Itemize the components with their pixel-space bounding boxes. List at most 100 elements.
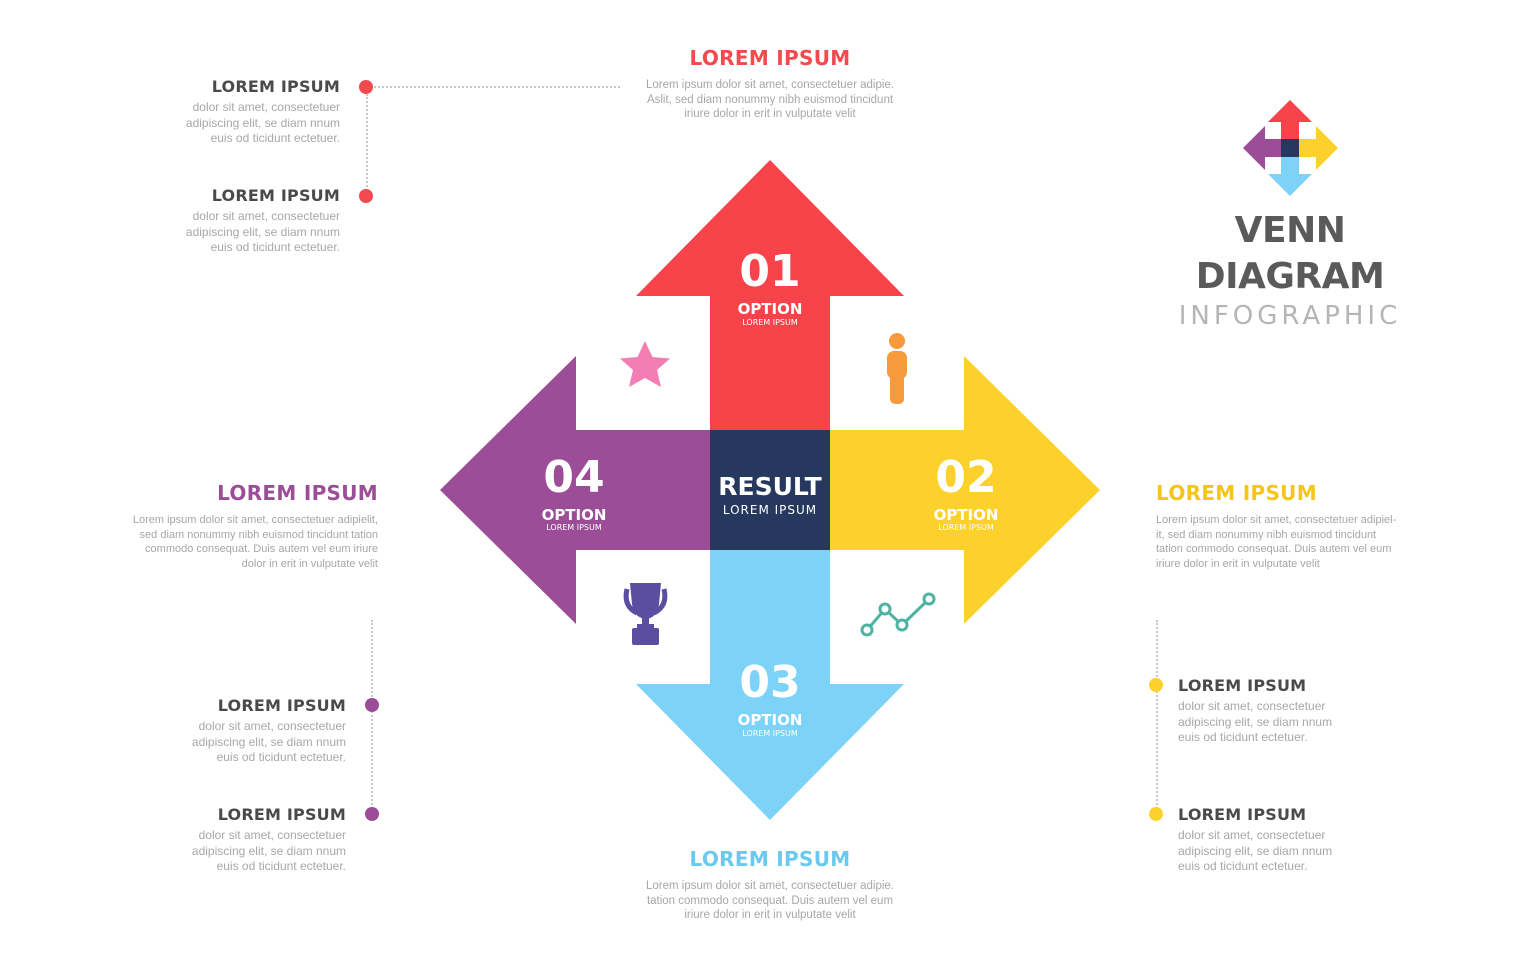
- note-dot: [1149, 807, 1163, 821]
- arrow-03-number: 03: [739, 657, 800, 708]
- note-line: adipiscing elit, se diam nnum: [185, 115, 340, 130]
- arrow-04-number: 04: [543, 452, 604, 503]
- left-body-line: commodo consequat. Duis autem vel eum ir…: [145, 543, 378, 555]
- bottom-body-line: iriure dolor in erit in vulputate velit: [684, 909, 856, 921]
- note-title: LOREM IPSUM: [1178, 805, 1307, 824]
- arrow-02-number: 02: [935, 452, 996, 503]
- note-body: dolor sit amet, consectetuer adipiscing …: [1178, 699, 1368, 746]
- top-body: Lorem ipsum dolor sit amet, consectetuer…: [600, 78, 940, 122]
- note-line: dolor sit amet, consectetuer: [198, 719, 346, 733]
- note-line: euis od ticidunt ectetuer.: [216, 750, 346, 764]
- note-line: dolor sit amet, consectetuer: [198, 828, 346, 842]
- note-line: euis od ticidunt ectetuer.: [216, 859, 346, 873]
- arrow-03-down: [636, 548, 904, 820]
- note-bl1: LOREM IPSUM dolor sit amet, consectetuer…: [166, 696, 346, 766]
- arrow-01-sub: LOREM IPSUM: [742, 318, 798, 327]
- left-heading: LOREM IPSUM: [217, 481, 378, 505]
- arrow-02-sub: LOREM IPSUM: [938, 523, 994, 532]
- result-sub: LOREM IPSUM: [723, 503, 817, 517]
- note-dot: [365, 698, 379, 712]
- note-line: dolor sit amet, consectetuer: [1178, 699, 1326, 713]
- arrow-04-left: [440, 356, 712, 624]
- arrow-04-label: OPTION: [542, 506, 607, 524]
- left-body-line: dolor in erit in vulputate velit: [241, 557, 378, 570]
- note-tl1: LOREM IPSUM dolor sit amet, consectetuer…: [160, 77, 340, 147]
- note-title: LOREM IPSUM: [1178, 676, 1307, 695]
- note-dot: [1149, 678, 1163, 692]
- right-body: Lorem ipsum dolor sit amet, consectetuer…: [1156, 513, 1416, 571]
- arrow-02-label: OPTION: [934, 506, 999, 524]
- star-icon: [620, 341, 670, 387]
- note-line: euis od ticidunt ectetuer.: [1178, 730, 1308, 744]
- connector-line: [1156, 620, 1158, 820]
- note-dot: [359, 189, 373, 203]
- top-body-line: Aslit, sed diam nonummy nibh euismod tin…: [646, 93, 894, 106]
- right-body-line: iriure dolor in erit in vulputate velit: [1156, 557, 1320, 570]
- title-block: VENN DIAGRAM INFOGRAPHIC: [1140, 208, 1440, 332]
- bottom-text-block: LOREM IPSUM Lorem ipsum dolor sit amet, …: [600, 847, 940, 923]
- note-line: dolor sit amet, consectetuer: [1178, 828, 1326, 842]
- arrow-02-right: [828, 356, 1100, 624]
- note-line: euis od ticidunt ectetuer.: [210, 240, 340, 254]
- left-body-line: Lorem ipsum dolor sit amet, consectetuer…: [132, 514, 378, 526]
- right-heading: LOREM IPSUM: [1156, 481, 1317, 505]
- note-title: LOREM IPSUM: [211, 186, 340, 205]
- logo-cross-arrows-icon: [1243, 100, 1338, 196]
- right-body-line: it, sed diam nonummy nibh euismod tincid…: [1156, 528, 1377, 541]
- note-bl2: LOREM IPSUM dolor sit amet, consectetuer…: [166, 805, 346, 875]
- arrow-04-sub: LOREM IPSUM: [546, 523, 602, 532]
- note-dot: [359, 80, 373, 94]
- note-line: adipiscing elit, se diam nnum: [191, 734, 346, 749]
- title-main: VENN DIAGRAM: [1195, 210, 1385, 297]
- note-body: dolor sit amet, consectetuer adipiscing …: [160, 100, 340, 147]
- right-body-line: tation commodo consequat. Duis autem vel…: [1156, 543, 1392, 555]
- bottom-heading: LOREM IPSUM: [689, 847, 851, 871]
- note-line: adipiscing elit, se diam nnum: [1178, 843, 1333, 858]
- bottom-body: Lorem ipsum dolor sit amet, consectetuer…: [600, 879, 940, 923]
- left-text-block: LOREM IPSUM Lorem ipsum dolor sit amet, …: [120, 481, 378, 571]
- note-body: dolor sit amet, consectetuer adipiscing …: [166, 828, 346, 875]
- left-body-line: sed diam nonummy nibh euismod tincidunt …: [139, 528, 378, 541]
- note-title: LOREM IPSUM: [211, 77, 340, 96]
- person-icon: [887, 333, 907, 404]
- bottom-body-line: tation commodo consequat. Duis autem vel…: [646, 894, 894, 907]
- arrow-03-label: OPTION: [738, 711, 803, 729]
- note-line: euis od ticidunt ectetuer.: [210, 131, 340, 145]
- note-body: dolor sit amet, consectetuer adipiscing …: [166, 719, 346, 766]
- top-body-line: Lorem ipsum dolor sit amet, consectetuer…: [645, 79, 894, 91]
- connector-line: [371, 620, 373, 820]
- note-line: dolor sit amet, consectetuer: [192, 209, 340, 223]
- title-sub: INFOGRAPHIC: [1178, 301, 1402, 331]
- result-square: [710, 430, 830, 550]
- result-label: RESULT: [718, 472, 821, 501]
- connector-line: [366, 94, 368, 194]
- note-dot: [365, 807, 379, 821]
- note-line: adipiscing elit, se diam nnum: [191, 843, 346, 858]
- top-heading: LOREM IPSUM: [689, 46, 851, 70]
- arrow-03-sub: LOREM IPSUM: [742, 729, 798, 738]
- note-br2: LOREM IPSUM dolor sit amet, consectetuer…: [1178, 805, 1368, 875]
- note-line: adipiscing elit, se diam nnum: [185, 224, 340, 239]
- arrow-01-up: [636, 160, 904, 432]
- arrow-01-number: 01: [739, 246, 800, 297]
- arrow-01-label: OPTION: [738, 300, 803, 318]
- line-chart-icon: [860, 592, 936, 637]
- top-text-block: LOREM IPSUM Lorem ipsum dolor sit amet, …: [600, 46, 940, 122]
- note-line: euis od ticidunt ectetuer.: [1178, 859, 1308, 873]
- note-title: LOREM IPSUM: [217, 805, 346, 824]
- right-text-block: LOREM IPSUM Lorem ipsum dolor sit amet, …: [1156, 481, 1416, 571]
- icon-box-bottom-right: [830, 550, 964, 684]
- note-body: dolor sit amet, consectetuer adipiscing …: [160, 209, 340, 256]
- note-body: dolor sit amet, consectetuer adipiscing …: [1178, 828, 1368, 875]
- bottom-body-line: Lorem ipsum dolor sit amet, consectetuer…: [645, 880, 894, 892]
- right-body-line: Lorem ipsum dolor sit amet, consectetuer…: [1156, 514, 1397, 526]
- trophy-icon: [623, 583, 668, 645]
- left-body: Lorem ipsum dolor sit amet, consectetuer…: [120, 513, 378, 571]
- note-line: adipiscing elit, se diam nnum: [1178, 714, 1333, 729]
- top-body-line: iriure dolor in erit in vulputate velit: [684, 108, 856, 120]
- connector-line: [374, 86, 620, 88]
- note-br1: LOREM IPSUM dolor sit amet, consectetuer…: [1178, 676, 1368, 746]
- note-line: dolor sit amet, consectetuer: [192, 100, 340, 114]
- note-title: LOREM IPSUM: [217, 696, 346, 715]
